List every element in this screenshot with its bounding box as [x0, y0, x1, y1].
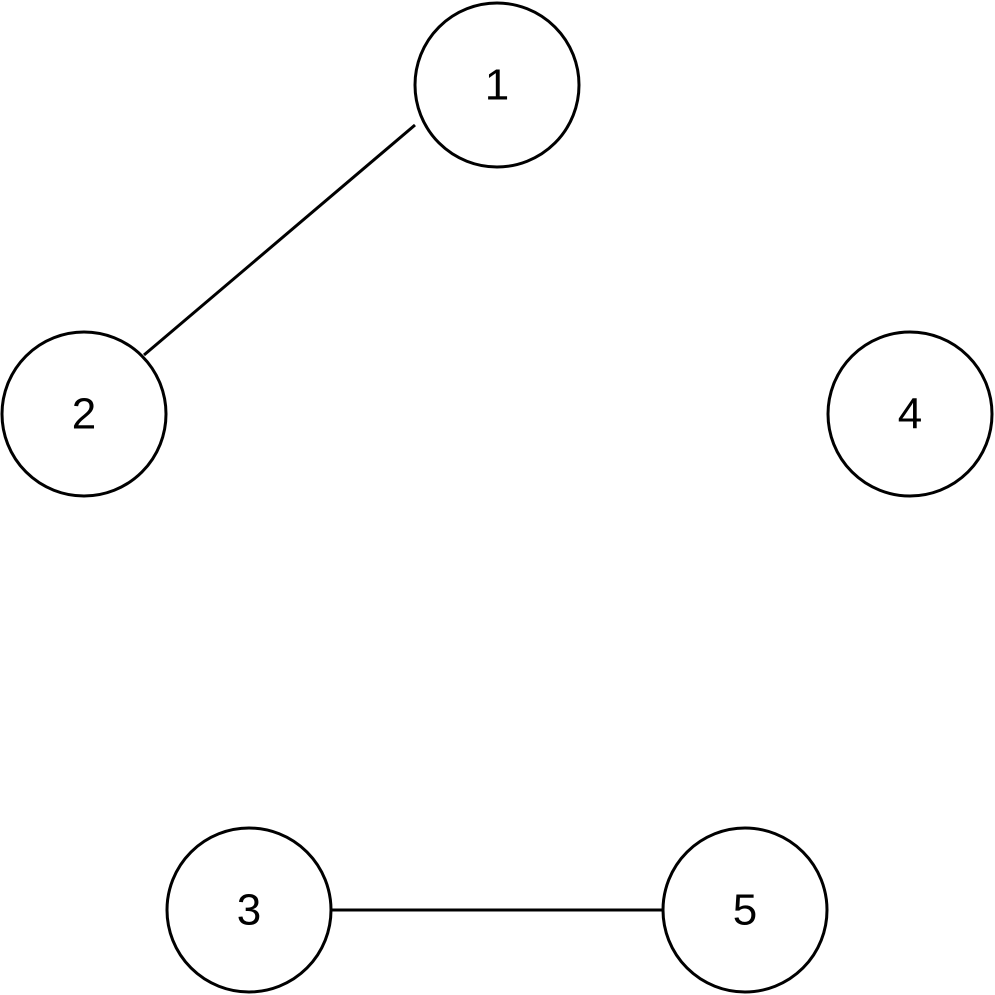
edges-layer	[143, 123, 663, 912]
node-4-circle	[826, 330, 994, 498]
node-3-label: 3	[237, 886, 261, 935]
node-2-circle	[0, 330, 168, 498]
node-1-circle	[413, 1, 581, 169]
node-3-circle	[165, 826, 333, 994]
node-1: 1	[413, 1, 581, 169]
node-5-circle	[661, 826, 829, 994]
node-5-label: 5	[733, 886, 757, 935]
node-3: 3	[165, 826, 333, 994]
node-2: 2	[0, 330, 168, 498]
node-4-label: 4	[898, 390, 922, 439]
edge-1-2	[143, 123, 416, 357]
node-2-label: 2	[72, 390, 96, 439]
node-1-label: 1	[485, 61, 509, 110]
node-4: 4	[826, 330, 994, 498]
node-5: 5	[661, 826, 829, 994]
